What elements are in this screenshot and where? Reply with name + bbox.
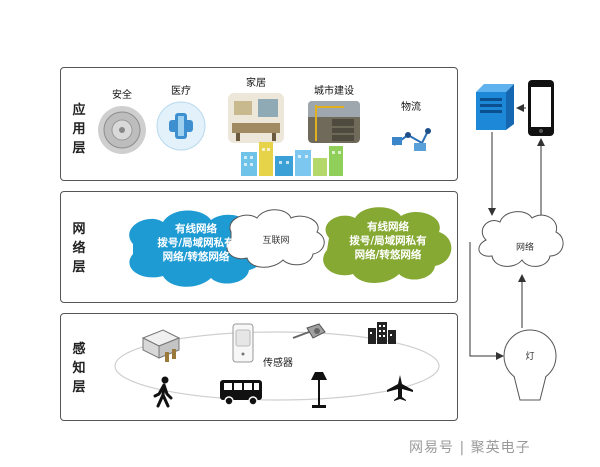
pir-sensor-icon <box>232 323 254 363</box>
sensor-ring <box>114 331 440 401</box>
application-layer-box: 应用层 安全 医疗 家居 城市建设 <box>60 67 458 181</box>
left-cloud-line-3: 网络/转悠网络 <box>162 251 230 263</box>
pressure-sensor-icon <box>141 329 181 362</box>
app-item-city-construction-label: 城市建设 <box>314 86 354 97</box>
app-item-home-label: 家居 <box>246 78 266 89</box>
logistics-icon <box>388 117 434 159</box>
home-icon <box>228 93 284 143</box>
app-item-city-construction: 城市建设 <box>301 82 367 146</box>
internet-cloud <box>226 209 325 268</box>
medical-icon <box>156 101 206 151</box>
right-cloud-text: 有线网络 拨号/局域网私有 网络/转悠网络 <box>323 220 453 262</box>
building-icon <box>368 322 396 344</box>
sensing-layer-label: 感知层 <box>69 340 89 397</box>
right-cloud-line-3: 网络/转悠网络 <box>354 249 422 261</box>
sensing-layer-label-text: 感知层 <box>72 342 86 395</box>
right-cloud-line-1: 有线网络 <box>367 221 409 233</box>
street-lamp-icon <box>311 372 327 408</box>
sensing-layer-box: 感知层 传感器 <box>60 313 458 421</box>
watermark: 网易号 | 聚英电子 <box>409 440 531 456</box>
sensor-center-label: 传感器 <box>263 358 293 369</box>
pedestrian-icon <box>153 376 173 408</box>
app-item-security: 安全 <box>94 86 150 158</box>
app-item-medical-label: 医疗 <box>171 86 191 97</box>
temperature-probe-icon <box>292 323 326 339</box>
app-item-logistics-label: 物流 <box>401 102 421 113</box>
right-cloud-line-2: 拨号/局域网私有 <box>349 235 427 247</box>
left-cloud-line-1: 有线网络 <box>175 223 217 235</box>
internet-label: 互联网 <box>262 236 290 246</box>
app-item-security-label: 安全 <box>112 90 132 101</box>
app-item-logistics: 物流 <box>381 98 441 162</box>
left-cloud-line-2: 拨号/局域网私有 <box>157 237 235 249</box>
city-construction-icon <box>308 101 360 143</box>
city-buildings-icon <box>241 142 343 176</box>
network-layer-box: 网络层 有线网络 拨号/局域网私有 网络/转悠网络 互联网 有线网络 拨号/局域… <box>60 191 458 303</box>
lamp-label: 灯 <box>525 352 535 362</box>
network-clouds <box>129 207 452 287</box>
lamp-icon <box>503 329 557 401</box>
network-layer-label: 网络层 <box>69 220 89 277</box>
application-layer-label-text: 应用层 <box>72 103 86 156</box>
smartphone-icon <box>528 80 554 136</box>
side-diagram <box>469 80 564 401</box>
bus-icon <box>220 380 262 406</box>
wired-network-cloud-right <box>323 207 452 283</box>
security-sensor-icon <box>98 106 146 154</box>
airplane-icon <box>387 375 413 401</box>
app-item-medical: 医疗 <box>153 82 209 154</box>
server-icon <box>476 84 514 130</box>
app-item-home: 家居 <box>221 74 291 146</box>
side-network-label: 网络 <box>515 243 534 253</box>
left-cloud-text: 有线网络 拨号/局域网私有 网络/转悠网络 <box>131 222 261 264</box>
application-layer-label: 应用层 <box>69 101 89 158</box>
network-layer-label-text: 网络层 <box>72 222 86 275</box>
network-cloud <box>478 211 564 267</box>
sensor-ring-ellipse <box>114 331 440 401</box>
